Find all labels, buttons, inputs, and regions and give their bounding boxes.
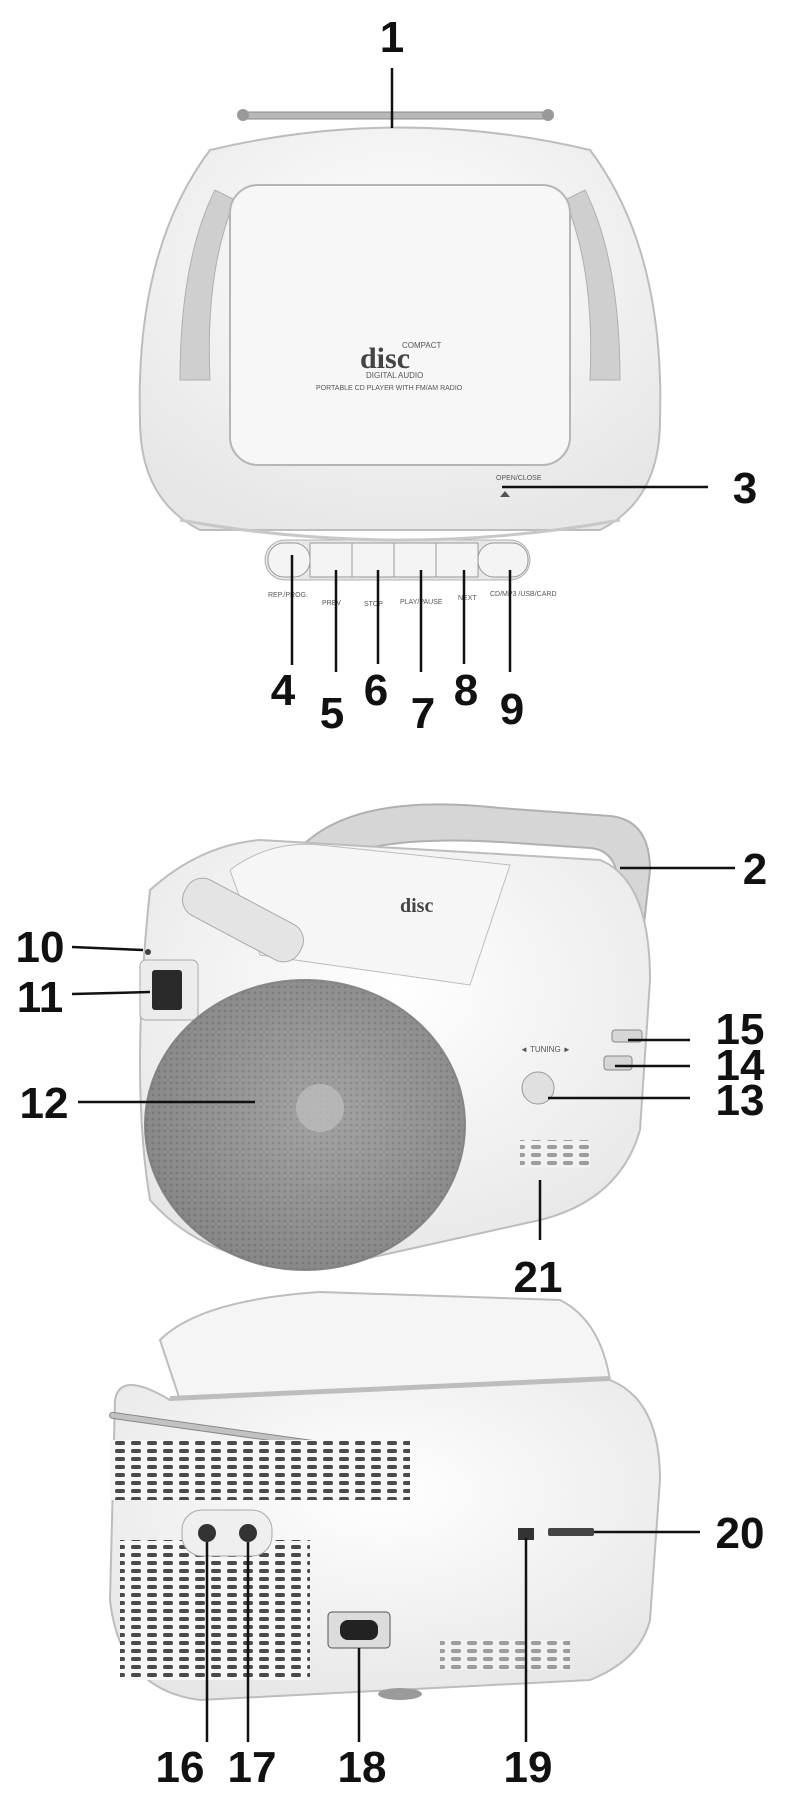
- speaker-center: [296, 1084, 344, 1132]
- open-close-label: OPEN/CLOSE: [496, 475, 542, 482]
- lower-vents: [120, 1540, 310, 1680]
- carry-handle: [288, 803, 652, 961]
- callout-14: 14: [716, 1041, 765, 1090]
- callout-16: 16: [156, 1743, 205, 1792]
- front-view: COMPACT disc DIGITAL AUDIO PORTABLE CD P…: [138, 109, 662, 608]
- callout-10: 10: [16, 923, 65, 972]
- next-button[interactable]: [435, 542, 479, 578]
- callout-5: 5: [320, 689, 344, 738]
- button-labels: REP./PROG. PREV STOP PLAY/PAUSE NEXT CD/…: [268, 591, 557, 608]
- power-indicator: [145, 949, 151, 955]
- callout-11: 11: [17, 973, 64, 1022]
- callout-6: 6: [364, 666, 388, 715]
- callout-numbers: 1 2 3 4 5 6 7 8 9 10 11 12 13 14 15 16 1…: [16, 13, 768, 1792]
- upper-vents: [110, 1440, 410, 1500]
- callout-12: 12: [20, 1079, 69, 1128]
- cd-lid: [229, 184, 571, 466]
- side-vents: [520, 1140, 590, 1168]
- mode-button[interactable]: [477, 542, 529, 578]
- jack-panel: [181, 1509, 273, 1557]
- card-slot[interactable]: [548, 1528, 594, 1536]
- button-label: PREV: [322, 600, 341, 607]
- button-label: NEXT: [458, 595, 477, 602]
- eject-icon: [500, 491, 510, 497]
- callout-19: 19: [504, 1743, 553, 1792]
- callout-1: 1: [380, 13, 404, 62]
- leader-line: [71, 945, 144, 952]
- rep-prog-button[interactable]: [267, 542, 311, 578]
- disc-digital-audio-text: DIGITAL AUDIO: [366, 371, 423, 380]
- side-disc-logo: disc: [400, 895, 433, 917]
- handle-left: [179, 189, 236, 381]
- callout-15: 15: [716, 1005, 765, 1054]
- prev-button[interactable]: [309, 542, 353, 578]
- headphone-jack[interactable]: [198, 1524, 216, 1542]
- side-button-strip: [182, 877, 304, 963]
- button-label: STOP: [364, 601, 383, 608]
- callout-4: 4: [271, 666, 296, 715]
- disc-logo: disc: [360, 342, 410, 375]
- play-pause-button[interactable]: [393, 542, 437, 578]
- device-caption: PORTABLE CD PLAYER WITH FM/AM RADIO: [316, 385, 463, 392]
- callout-13: 13: [716, 1076, 765, 1125]
- usb-port[interactable]: [518, 1528, 534, 1540]
- leader-lines: [71, 68, 735, 1742]
- control-buttons: [267, 542, 529, 578]
- disc-compact-text: COMPACT: [402, 341, 442, 350]
- back-view: [108, 1290, 662, 1702]
- side-vents-back: [440, 1640, 570, 1670]
- tuning-knob[interactable]: [521, 1071, 555, 1105]
- band-switch[interactable]: [603, 1055, 633, 1071]
- callout-20: 20: [716, 1509, 765, 1558]
- callout-18: 18: [338, 1743, 387, 1792]
- callout-3: 3: [733, 464, 757, 513]
- callout-17: 17: [228, 1743, 277, 1792]
- side-view: disc ◄ TUNING ►: [139, 803, 652, 1271]
- aux-in-jack[interactable]: [239, 1524, 257, 1542]
- leader-line: [71, 990, 151, 996]
- callout-7: 7: [411, 689, 435, 738]
- display-window: [152, 970, 182, 1010]
- tuning-label: ◄ TUNING ►: [520, 1045, 571, 1054]
- telescopic-antenna: [239, 111, 551, 120]
- callout-8: 8: [454, 666, 478, 715]
- button-label: CD/MP3 /USB/CARD: [490, 591, 557, 598]
- stop-button[interactable]: [351, 542, 395, 578]
- callout-21: 21: [514, 1253, 563, 1302]
- callout-2: 2: [743, 845, 767, 894]
- handle-right: [564, 189, 621, 381]
- back-lid: [158, 1290, 612, 1402]
- callout-9: 9: [500, 685, 524, 734]
- button-label: REP./PROG.: [268, 592, 308, 599]
